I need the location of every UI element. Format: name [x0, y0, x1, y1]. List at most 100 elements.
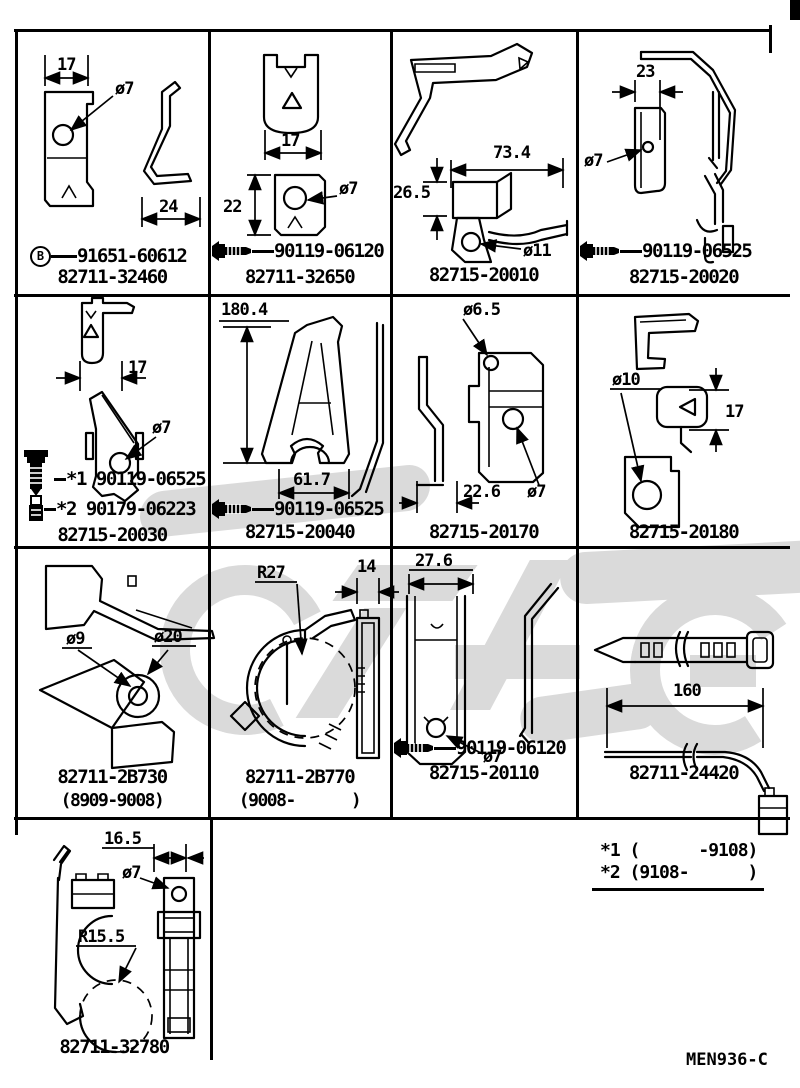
svg-text:27.6: 27.6 [415, 551, 453, 571]
leader-line [54, 477, 66, 481]
frame-right-tick [769, 25, 772, 53]
svg-text:ø20: ø20 [154, 627, 182, 647]
hardware-row: 90119-06120 [212, 240, 385, 262]
hardware-part-number: 90119-06120 [456, 737, 567, 759]
drawing-82715-20040: 180.4 61.7 [219, 300, 385, 500]
note-star2: *2 (9108- ) [600, 862, 758, 883]
drawing-82715-20030: 17 ø7 [56, 296, 171, 503]
leader-line [252, 249, 274, 253]
date-range: (9008- ) [238, 790, 362, 811]
part-number: 82715-20010 [428, 264, 540, 286]
watermark-letter-g [690, 655, 756, 687]
stud-icon [29, 495, 43, 521]
hardware-row: B 91651-60612 [30, 245, 188, 267]
part-number: 82711-32780 [59, 1036, 170, 1058]
svg-text:17: 17 [281, 131, 299, 151]
hardware-row: 90119-06525 [580, 240, 753, 262]
svg-text:23: 23 [636, 62, 655, 82]
hardware-part-number: 90179-06223 [85, 498, 197, 520]
page-code: MEN936-C [686, 1050, 768, 1070]
drawing-82715-20180: 17 ø10 [610, 312, 744, 529]
svg-text:22.6: 22.6 [463, 482, 501, 502]
svg-text:ø9: ø9 [66, 629, 85, 649]
bolt-icon [212, 499, 251, 519]
svg-text:16.5: 16.5 [104, 829, 142, 849]
date-range: (8909-9008) [60, 790, 165, 811]
row-divider-1 [14, 294, 790, 297]
hardware-row [22, 450, 50, 498]
part-number: 82715-20030 [57, 524, 168, 546]
hardware-part-number: 90119-06525 [642, 240, 753, 262]
svg-text:ø7: ø7 [584, 151, 602, 171]
svg-text:22: 22 [223, 197, 241, 217]
svg-text:14: 14 [357, 557, 376, 577]
drawing-82711-32650: 17 22 ø7 [223, 53, 358, 237]
drawing-82711-24420: 160 [593, 630, 789, 836]
leader-line [620, 249, 642, 253]
frame-top [14, 29, 772, 32]
svg-text:ø11: ø11 [523, 241, 551, 261]
svg-text:R15.5: R15.5 [78, 927, 125, 947]
part-number: 82715-20040 [244, 521, 356, 543]
part-number: 82711-24420 [628, 762, 740, 784]
svg-text:R27: R27 [257, 563, 285, 583]
col-divider-3 [576, 32, 579, 817]
drawing-82715-20020: 23 ø7 [584, 50, 737, 264]
svg-text:ø6.5: ø6.5 [463, 300, 501, 320]
scan-artifact [790, 0, 800, 20]
drawing-82715-20110: 27.6 ø7 [405, 551, 560, 767]
hardware-part-number: 91651-60612 [77, 245, 188, 267]
svg-text:17: 17 [725, 402, 743, 422]
svg-text:61.7: 61.7 [293, 470, 330, 490]
row-divider-2 [14, 546, 790, 549]
drawing-82711-32460: 17 ø7 24 [43, 55, 202, 227]
part-number: 82711-32650 [244, 266, 356, 288]
drawing-82715-20170: ø6.5 22.6 ø7 [399, 300, 546, 513]
hardware-row: 90119-06525 [212, 498, 385, 520]
hardware-mark: *1 [66, 468, 87, 490]
svg-text:ø7: ø7 [339, 179, 357, 199]
svg-text:ø7: ø7 [122, 863, 140, 883]
svg-text:26.5: 26.5 [393, 183, 431, 203]
watermark-letter-4 [455, 645, 580, 679]
svg-text:ø7: ø7 [527, 482, 545, 502]
svg-text:180.4: 180.4 [221, 300, 268, 320]
bolt-icon [24, 450, 48, 496]
part-number: 82715-20170 [428, 521, 540, 543]
svg-text:73.4: 73.4 [493, 143, 531, 163]
svg-text:17: 17 [57, 55, 75, 75]
bolt-icon [580, 241, 619, 261]
hardware-part-number: 90119-06525 [274, 498, 385, 520]
drawing-82715-20010: 73.4 26.5 ø11 [393, 42, 569, 264]
circled-b-badge: B [30, 245, 51, 267]
bolt-icon [394, 738, 433, 758]
part-number: 82715-20020 [628, 266, 740, 288]
svg-text:160: 160 [673, 681, 701, 701]
hardware-part-number: 90119-06120 [274, 240, 385, 262]
frame-left [15, 29, 18, 835]
bolt-icon [212, 241, 251, 261]
leader-line [252, 507, 274, 511]
part-number: 82711-2B770 [244, 766, 356, 788]
leader-line [434, 746, 456, 750]
leader-line [51, 254, 77, 258]
leader-line [44, 507, 56, 511]
part-number: 82711-32460 [57, 266, 168, 288]
note-underline [592, 888, 764, 891]
svg-text:17: 17 [128, 358, 146, 378]
hardware-row: *2 90179-06223 [28, 495, 197, 523]
drawing-82711-32780: 16.5 ø7 R15.5 [52, 829, 204, 1054]
drawing-82711-2B730: ø9 ø20 [38, 564, 216, 770]
hardware-part-number: 90119-06525 [95, 468, 207, 490]
svg-text:ø7: ø7 [152, 418, 170, 438]
col-divider-1 [208, 32, 211, 817]
part-number: 82715-20110 [428, 762, 540, 784]
part-number: 82711-2B730 [57, 766, 168, 788]
note-star1: *1 ( -9108) [600, 840, 758, 861]
part-number: 82715-20180 [628, 521, 740, 543]
svg-text:24: 24 [159, 197, 178, 217]
svg-text:ø7: ø7 [483, 747, 501, 767]
svg-text:ø7: ø7 [115, 79, 133, 99]
col-divider-row4 [210, 820, 213, 1060]
hardware-mark: *2 [56, 498, 77, 520]
